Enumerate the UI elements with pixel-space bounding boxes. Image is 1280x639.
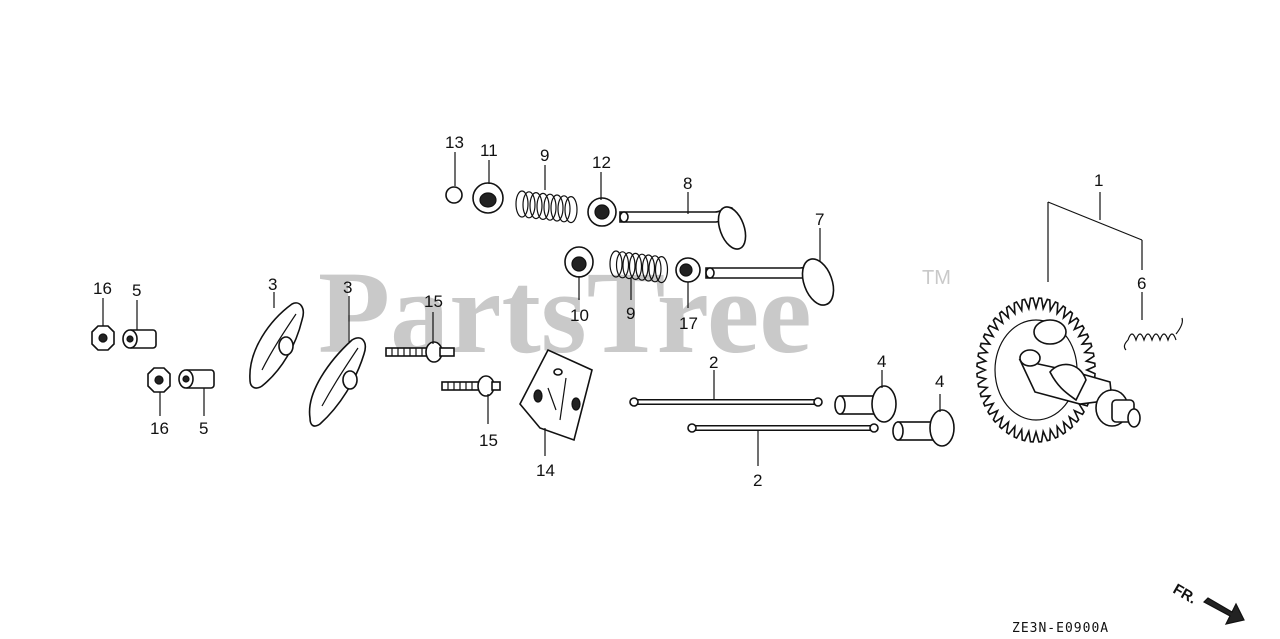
valve-lifter-upper-part[interactable] — [834, 385, 897, 423]
callout-13[interactable]: 13 — [445, 133, 464, 152]
front-arrow-icon — [1203, 597, 1245, 625]
intake-valve-part[interactable] — [705, 255, 839, 310]
callout-16-upper[interactable]: 16 — [93, 279, 112, 298]
push-rod-upper-part[interactable] — [629, 397, 823, 407]
callout-2-lower[interactable]: 2 — [753, 471, 762, 490]
callout-7[interactable]: 7 — [815, 210, 824, 229]
watermark-trademark: TM — [922, 267, 951, 289]
callout-5-upper[interactable]: 5 — [132, 281, 141, 300]
rocker-arm-right-part[interactable] — [308, 337, 367, 427]
callout-3-right[interactable]: 3 — [343, 278, 352, 297]
valve-spring-lower-part[interactable] — [609, 250, 669, 284]
front-direction-indicator: FR. — [1170, 581, 1245, 625]
push-rod-lower-part[interactable] — [687, 423, 879, 433]
callout-4-lower[interactable]: 4 — [935, 372, 944, 391]
callout-12[interactable]: 12 — [592, 153, 611, 172]
valve-spring-upper-part[interactable] — [515, 190, 578, 224]
adjusting-pivot-lower-part[interactable] — [178, 369, 215, 389]
adjusting-pivot-upper-part[interactable] — [122, 329, 157, 349]
callout-16-lower[interactable]: 16 — [150, 419, 169, 438]
rocker-arm-left-part[interactable] — [249, 302, 305, 389]
callout-4-upper[interactable]: 4 — [877, 352, 886, 371]
callout-3-left[interactable]: 3 — [268, 275, 277, 294]
leader-lines — [102, 152, 1143, 466]
callout-11[interactable]: 11 — [480, 141, 498, 160]
valve-rotator-part[interactable] — [675, 257, 701, 283]
diagram-code: ZE3N-E0900A — [1012, 621, 1109, 636]
valve-retainer-lower-part[interactable] — [564, 246, 594, 278]
callout-14[interactable]: 14 — [536, 461, 555, 480]
valve-lifter-lower-part[interactable] — [892, 409, 955, 447]
callout-1[interactable]: 1 — [1094, 171, 1103, 190]
callout-15-upper[interactable]: 15 — [424, 292, 443, 311]
callout-2-upper[interactable]: 2 — [709, 353, 718, 372]
rocker-pivot-bolt-upper-part[interactable] — [385, 341, 455, 363]
lock-nut-upper-part[interactable] — [91, 325, 115, 351]
callout-17[interactable]: 17 — [679, 314, 698, 333]
valve-stem-seal-part[interactable] — [587, 197, 617, 227]
valve-retainer-upper-part[interactable] — [472, 182, 504, 214]
callout-8[interactable]: 8 — [683, 174, 692, 193]
exhaust-valve-part[interactable] — [619, 203, 751, 253]
callout-6[interactable]: 6 — [1137, 274, 1146, 293]
rocker-pivot-bolt-lower-part[interactable] — [441, 375, 501, 397]
camshaft-part[interactable] — [1018, 319, 1141, 428]
valve-cap-part[interactable] — [445, 186, 463, 204]
front-label: FR. — [1170, 581, 1199, 608]
decompressor-spring-part[interactable] — [1123, 317, 1183, 351]
callout-10[interactable]: 10 — [570, 306, 589, 325]
callout-15-lower[interactable]: 15 — [479, 431, 498, 450]
push-rod-guide-plate-part[interactable] — [519, 348, 593, 442]
callout-5-lower[interactable]: 5 — [199, 419, 208, 438]
callout-9-upper[interactable]: 9 — [540, 146, 549, 165]
lock-nut-lower-part[interactable] — [147, 367, 171, 393]
callout-9-lower[interactable]: 9 — [626, 304, 635, 323]
